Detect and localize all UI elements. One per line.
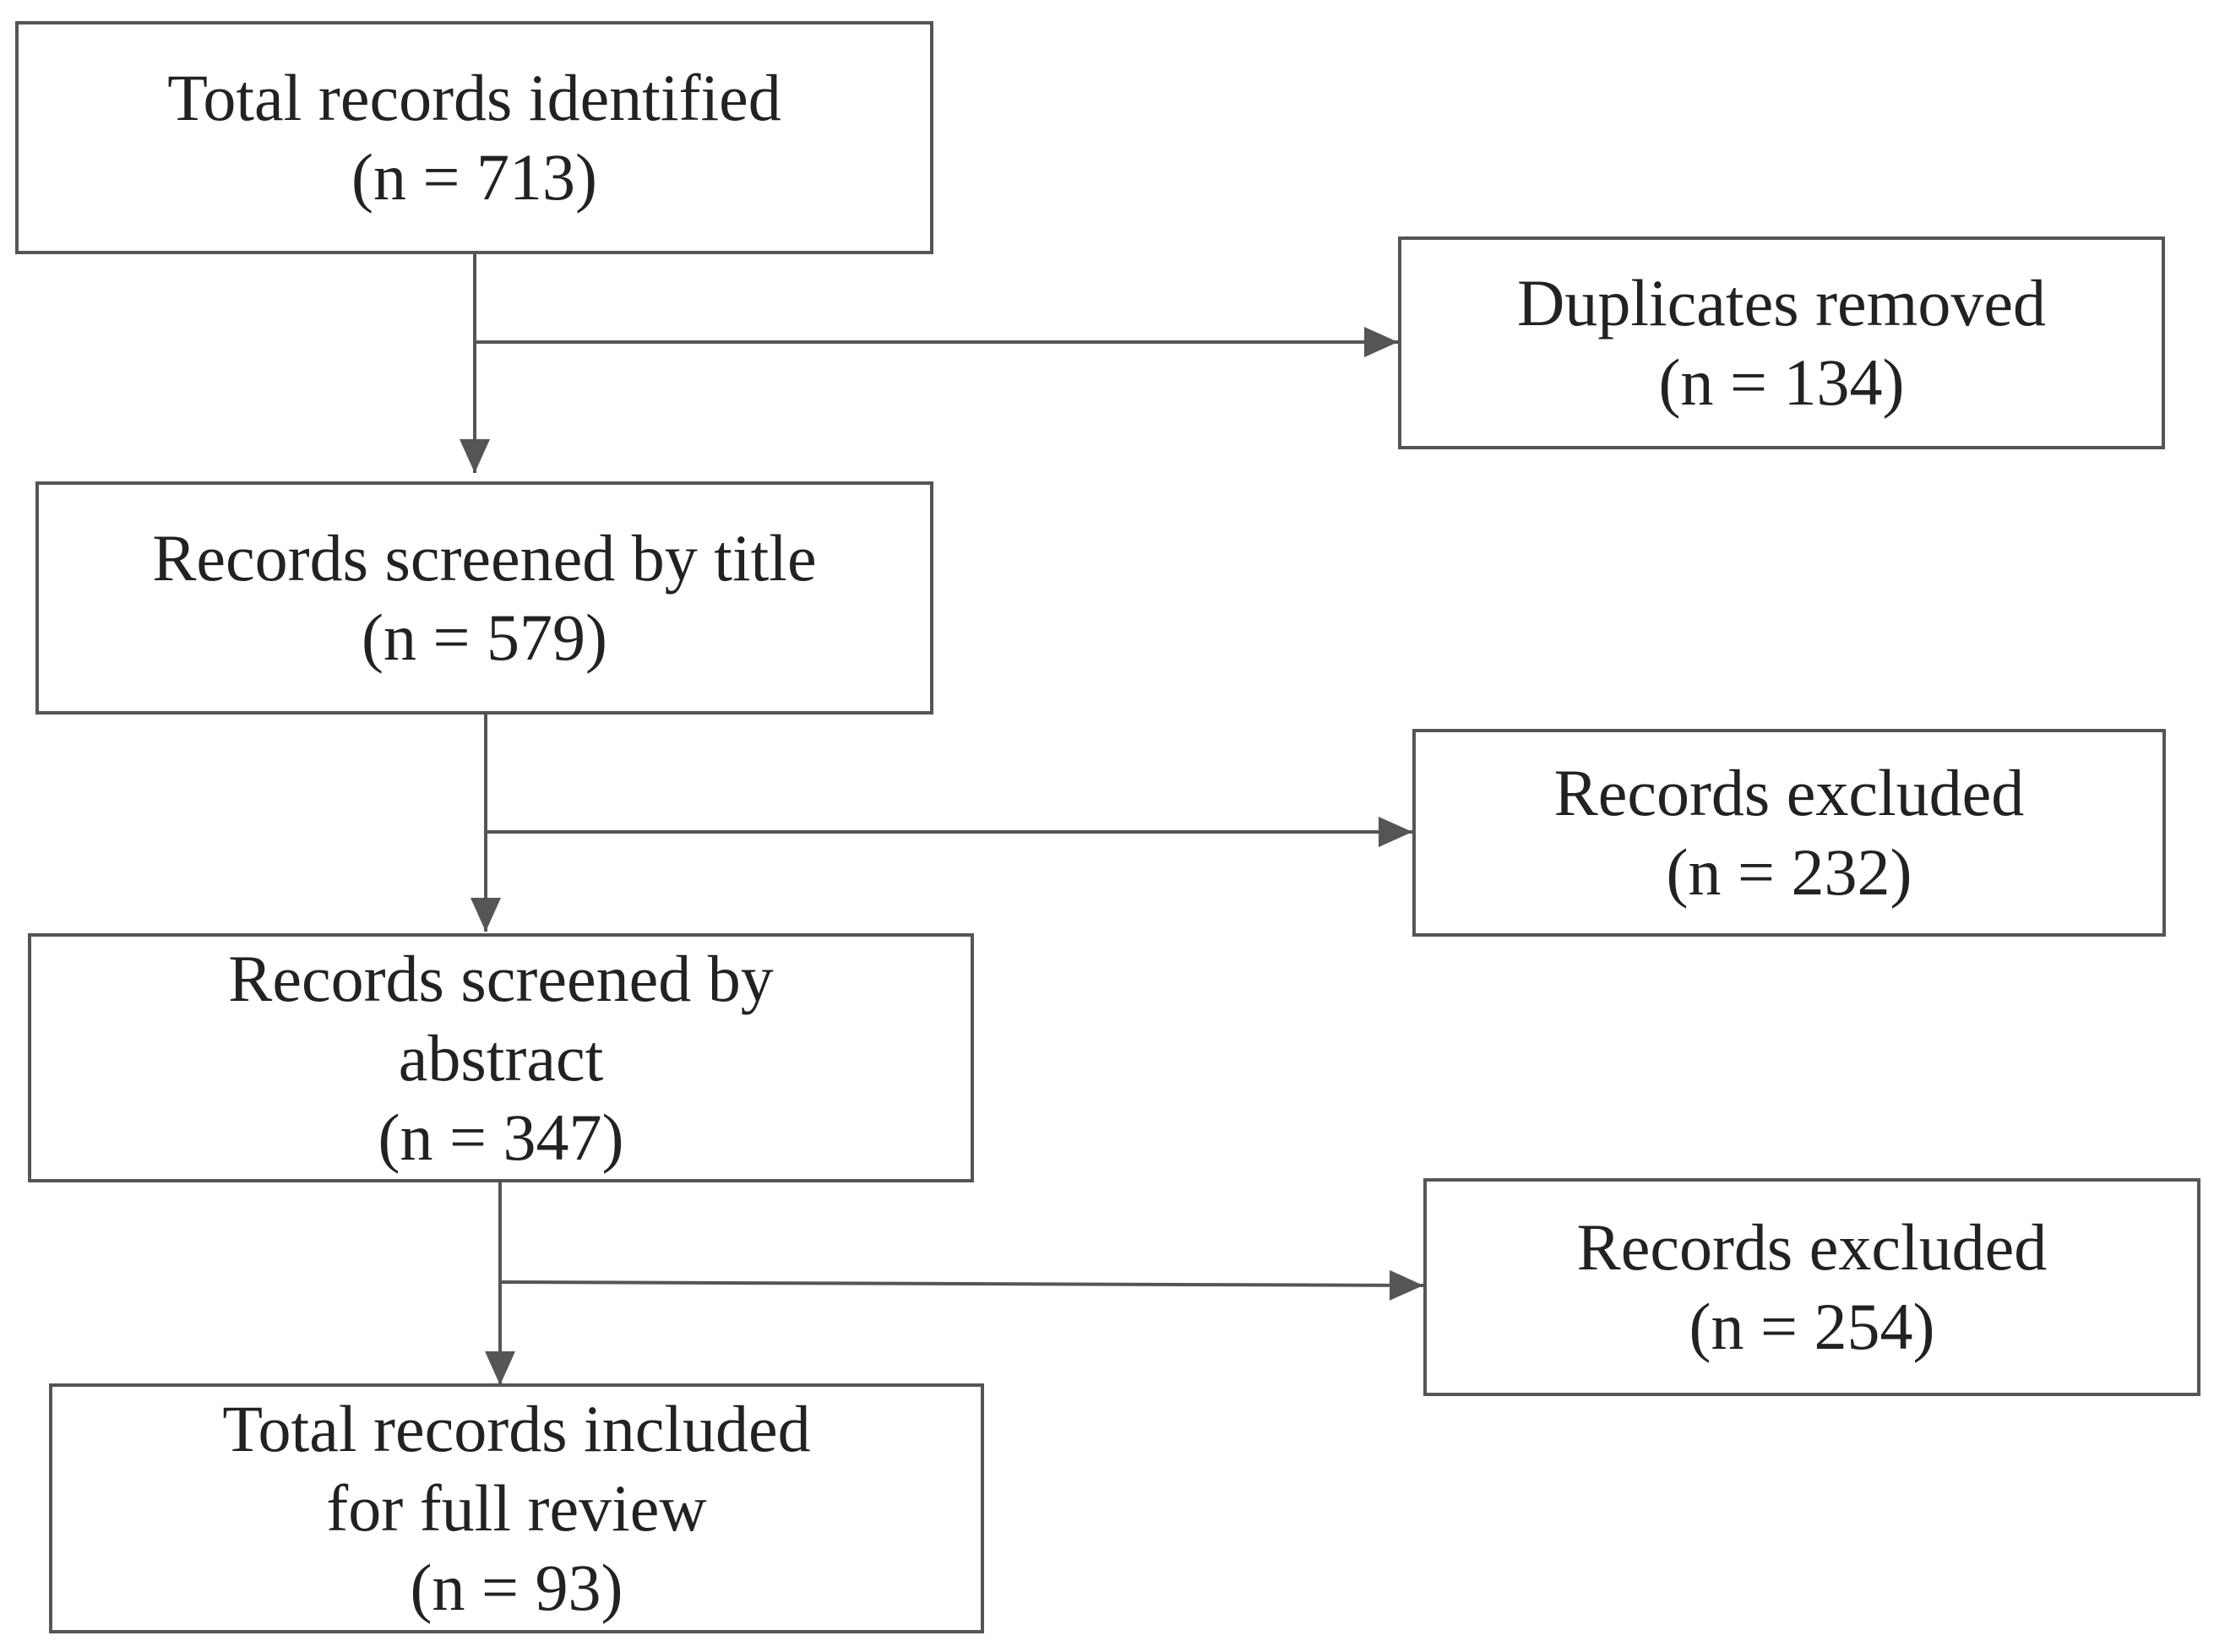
box-label-line: abstract — [398, 1020, 604, 1095]
box-count: (n = 713) — [351, 140, 597, 214]
box-label-line: Records excluded — [1553, 756, 2025, 829]
box-records-screened-by-title: Records screened by title (n = 579) — [35, 481, 933, 715]
box-count: (n = 254) — [1689, 1290, 1935, 1363]
arrow-to-excluded-abstract — [499, 1269, 1424, 1301]
box-total-records-identified: Total records identified (n = 713) — [15, 21, 933, 254]
box-count: (n = 93) — [410, 1551, 623, 1624]
box-records-excluded-title: Records excluded (n = 232) — [1412, 729, 2166, 937]
box-label-line: Total records included — [222, 1392, 811, 1465]
box-count: (n = 579) — [362, 600, 607, 674]
box-count: (n = 134) — [1658, 345, 1905, 419]
box-label-line: Records screened by — [228, 941, 774, 1015]
box-label-line: Total records identified — [167, 61, 781, 134]
box-label-line: Duplicates removed — [1517, 266, 2046, 340]
box-label-line: Records screened by title — [152, 521, 817, 595]
box-duplicates-removed: Duplicates removed (n = 134) — [1398, 236, 2165, 449]
box-label-line: for full review — [326, 1471, 707, 1545]
box-total-records-included: Total records included for full review (… — [49, 1383, 984, 1633]
box-records-excluded-abstract: Records excluded (n = 254) — [1423, 1178, 2200, 1396]
box-label-line: Records excluded — [1576, 1210, 2048, 1284]
box-count: (n = 347) — [378, 1100, 624, 1174]
box-records-screened-by-abstract: Records screened by abstract (n = 347) — [28, 933, 974, 1182]
box-count: (n = 232) — [1666, 835, 1912, 909]
